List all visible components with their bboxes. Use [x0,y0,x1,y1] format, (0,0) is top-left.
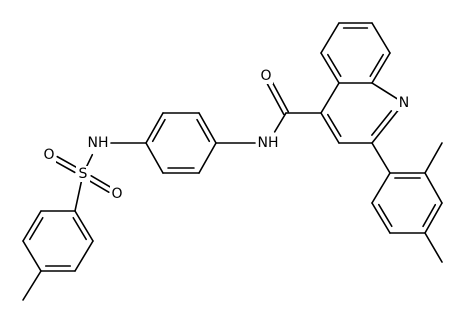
oxygen-carbonyl-label: O [260,68,271,84]
bond-d2-d3 [424,172,443,204]
bond-S-N1 [85,153,94,168]
bond-b3-b4-inner [196,118,211,143]
bond-q8-q8a-inner [369,53,384,78]
bond-t5-t6 [74,240,94,272]
sulfur-label: S [79,166,88,182]
bond-t4-tMe [22,270,42,301]
bond-q4a-q5-inner [327,53,342,78]
bond-S-O1-a [56,155,79,169]
bond-q7-q8 [371,22,391,54]
bond-q5-q6 [320,22,340,54]
bond-d5-d6 [371,202,391,234]
oxygen-s-left-label: O [43,147,54,163]
nh-sulfonamide-label: NH [88,135,109,151]
bond-d3-d4-inner [422,203,437,228]
bond-layer [22,22,443,301]
atom-oxygen-s-left: O [42,147,56,163]
bond-q3-q4 [320,112,340,144]
bond-q2-qN-inner [371,110,393,136]
bond-C7-O3-a [271,81,290,113]
bond-S-O1-b [53,160,76,174]
atom-nh-sulfonamide: NH [86,135,110,151]
bond-N2-C7 [273,112,287,133]
bond-S-O2-b [90,175,113,189]
bond-q3-q4-inner [327,113,342,138]
atom-nh-amide: NH [256,135,280,151]
bond-d3-d4 [424,202,443,234]
bond-q2-qN [371,108,400,144]
bond-b3-b4 [198,112,217,144]
bond-t6-t1-inner [72,216,87,241]
bond-t2-t3-inner [29,216,44,241]
bond-t2-t3 [22,210,42,242]
bond-t1-S [74,181,83,212]
bond-b1-b2-inner [151,118,166,143]
atom-label-layer: NH S O O NH O [42,68,411,202]
bond-q8-q8a [371,52,391,84]
nh-amide-label: NH [258,135,279,151]
bond-S-O2-a [87,179,110,193]
bond-d4-m4 [424,232,443,263]
nitrogen-quinoline-label: N [399,95,409,111]
bond-t3-t4 [22,240,42,272]
atom-nitrogen-quinoline: N [397,95,411,111]
bond-q4a-q5 [320,52,340,84]
atom-sulfur: S [76,166,90,182]
bond-d5-d6-inner [378,203,393,228]
bond-C7-O3-b [266,83,285,116]
atom-oxygen-s-right: O [110,186,124,202]
bond-d6-d1 [371,172,391,204]
bond-q4-q4a [320,82,340,114]
bond-d2-m2 [424,142,443,174]
atom-oxygen-carbonyl: O [259,68,273,84]
bond-q2-d1 [371,142,391,174]
oxygen-s-right-label: O [111,186,122,202]
bond-b1-b2 [145,112,164,144]
bond-b6-b1 [145,142,164,174]
bond-b4-b5 [198,142,217,174]
bond-t6-t1 [74,210,94,242]
bond-qN-q8a [371,82,399,100]
